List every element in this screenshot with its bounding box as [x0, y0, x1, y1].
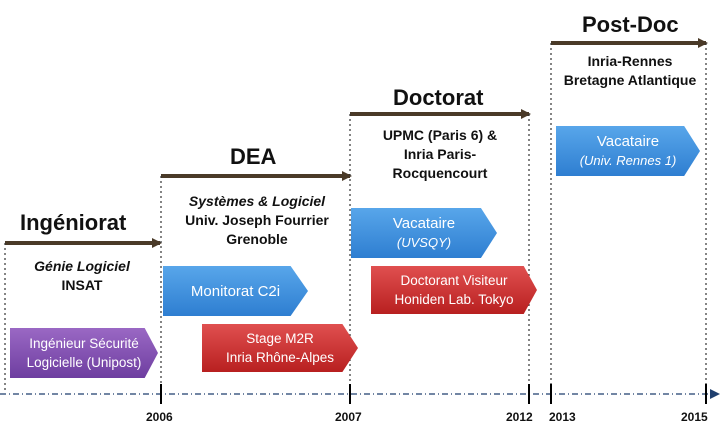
- box-line: Ingénieur Sécurité: [29, 336, 139, 351]
- phase-title-doctorat: Doctorat: [393, 85, 484, 110]
- year-label: 2007: [335, 410, 362, 424]
- box-line: Stage M2R: [246, 331, 314, 346]
- subtitle-line: Univ. Joseph Fourrier: [185, 212, 329, 228]
- box-line: (Univ. Rennes 1): [579, 153, 677, 168]
- year-label: 2012: [506, 410, 533, 424]
- box-line: Monitorat C2i: [190, 282, 281, 300]
- subtitle-line: INSAT: [61, 277, 103, 293]
- box-line: Inria Rhône-Alpes: [225, 350, 335, 365]
- box-line: Honiden Lab. Tokyo: [394, 292, 514, 307]
- subtitle-line: Rocquencourt: [392, 165, 488, 181]
- phase-subtitle-doctorat: UPMC (Paris 6) & Inria Paris- Rocquencou…: [365, 126, 515, 183]
- subtitle-line: Bretagne Atlantique: [563, 72, 697, 88]
- box-line: Vacataire: [596, 133, 660, 150]
- box-line: Logicielle (Unipost): [26, 355, 142, 370]
- box-line: Vacataire: [392, 215, 456, 232]
- phase-title-postdoc: Post-Doc: [582, 12, 679, 37]
- year-label: 2015: [681, 410, 708, 424]
- subtitle-line: Génie Logiciel: [34, 258, 130, 274]
- activity-doctorant-visiteur: Doctorant Visiteur Honiden Lab. Tokyo: [371, 266, 537, 314]
- subtitle-line: Inria-Rennes: [587, 53, 673, 69]
- subtitle-line: UPMC (Paris 6) &: [382, 127, 498, 143]
- activity-ingenieur-securite: Ingénieur Sécurité Logicielle (Unipost): [10, 328, 158, 378]
- phase-title-dea: DEA: [230, 144, 277, 169]
- activity-stage-m2r: Stage M2R Inria Rhône-Alpes: [202, 324, 358, 372]
- phase-subtitle-dea: Systèmes & Logiciel Univ. Joseph Fourrie…: [172, 192, 342, 249]
- phase-separators: [4, 43, 707, 393]
- phase-title-ingeniorat: Ingéniorat: [20, 210, 127, 235]
- phase-subtitle-ingeniorat: Génie Logiciel INSAT: [22, 257, 142, 295]
- subtitle-line: Inria Paris-: [403, 146, 477, 162]
- year-label: 2013: [549, 410, 576, 424]
- year-label: 2006: [146, 410, 173, 424]
- year-ticks: [160, 384, 707, 404]
- activity-vacataire-rennes: Vacataire (Univ. Rennes 1): [556, 126, 700, 176]
- phase-subtitle-postdoc: Inria-Rennes Bretagne Atlantique: [550, 52, 710, 90]
- activity-vacataire-uvsqy: Vacataire (UVSQY): [351, 208, 497, 258]
- subtitle-line: Systèmes & Logiciel: [188, 193, 326, 209]
- box-line: (UVSQY): [396, 235, 452, 250]
- activity-monitorat-c2i: Monitorat C2i: [163, 266, 308, 316]
- subtitle-line: Grenoble: [226, 231, 288, 247]
- box-line: Doctorant Visiteur: [400, 273, 508, 288]
